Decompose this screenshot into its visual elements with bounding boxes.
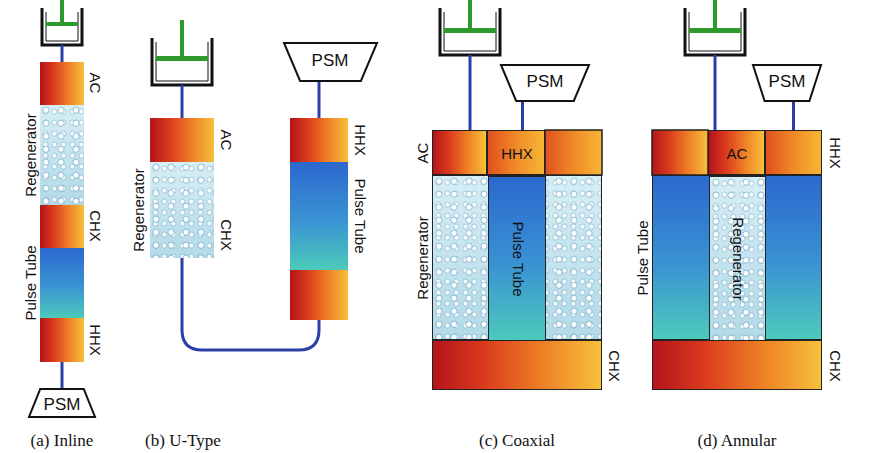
transfer-line xyxy=(181,85,184,118)
figure-caption: (c) Coaxial xyxy=(479,432,555,449)
hot-heat-exchanger: HHX xyxy=(40,318,84,362)
part-label: AC xyxy=(415,143,430,164)
regenerator: Regenerator xyxy=(150,162,214,258)
figure-caption: (b) U-Type xyxy=(145,432,221,449)
transfer-line xyxy=(61,45,64,62)
aftercooler: AC xyxy=(432,130,487,175)
piston-compressor xyxy=(42,0,82,62)
cold-heat-exchanger: CHX xyxy=(652,340,822,390)
pulse-tube: Pulse Tube xyxy=(488,176,546,341)
regenerator: RegeneratorPulse Tube xyxy=(432,175,602,340)
part-label: HHX xyxy=(828,137,843,169)
part-label: Regenerator xyxy=(23,113,38,196)
part-label: Regenerator xyxy=(415,216,430,299)
pulse-tube: Pulse TubeRegenerator xyxy=(652,175,822,340)
trapezoid-shape xyxy=(284,43,377,81)
phase-shifter: PSM xyxy=(500,64,590,102)
hot-heat-exchanger: HHX xyxy=(487,130,545,175)
part-label: HHX xyxy=(88,324,103,356)
aftercooler: AC xyxy=(40,62,84,105)
transfer-line xyxy=(469,55,472,130)
part-label: Regenerator xyxy=(731,217,746,300)
part-label: AC xyxy=(219,130,234,151)
phase-shifter: PSM xyxy=(752,64,822,102)
gas-line xyxy=(318,82,321,118)
cold-heat-exchanger: CHX xyxy=(432,340,602,390)
transfer-line xyxy=(714,55,717,130)
hot-heat-exchanger: HHX xyxy=(765,130,822,175)
part-label: Regenerator xyxy=(131,168,146,251)
part-label: Pulse Tube xyxy=(511,221,526,296)
regenerator: Regenerator xyxy=(709,176,766,341)
part-label: AC xyxy=(727,146,748,161)
trapezoid-shape xyxy=(29,389,95,417)
aftercooler: AC xyxy=(708,130,765,175)
cold-heat-exchanger xyxy=(290,270,348,320)
part-label: Pulse Tube xyxy=(635,220,650,295)
aftercooler: AC xyxy=(150,118,214,162)
gas-line xyxy=(61,362,64,388)
regenerator: Regenerator xyxy=(40,105,84,205)
pulse-tube: Pulse Tube xyxy=(40,248,84,318)
gas-line xyxy=(521,102,524,130)
phase-shifter: PSM xyxy=(283,42,378,82)
heat-exchanger-segment xyxy=(545,130,602,175)
piston-rod xyxy=(180,20,184,58)
phase-shifter: PSM xyxy=(28,388,96,418)
part-label: CHX xyxy=(607,350,622,382)
part-label: PSM xyxy=(312,52,349,69)
callout-label: CHX xyxy=(219,219,234,251)
part-label: PSM xyxy=(44,396,81,413)
heat-exchanger-segment xyxy=(652,130,708,175)
part-label: PSM xyxy=(527,73,564,90)
piston-rod xyxy=(60,0,64,24)
piston-rod xyxy=(713,0,717,30)
part-label: CHX xyxy=(88,210,103,242)
part-label: HHX xyxy=(501,146,533,161)
part-label: Pulse Tube xyxy=(353,178,368,253)
part-label: CHX xyxy=(828,350,843,382)
pulse-tube: Pulse Tube xyxy=(290,162,348,270)
piston-rod xyxy=(468,0,472,30)
figure-caption: (a) Inline xyxy=(31,432,94,449)
part-label: PSM xyxy=(769,73,806,90)
trapezoid-shape xyxy=(753,65,821,101)
figure-caption: (d) Annular xyxy=(698,432,777,449)
cold-heat-exchanger: CHX xyxy=(40,205,84,248)
part-label: Pulse Tube xyxy=(23,245,38,320)
part-label: AC xyxy=(88,73,103,94)
gas-line xyxy=(792,102,795,130)
trapezoid-shape xyxy=(501,65,589,101)
hot-heat-exchanger: HHX xyxy=(290,118,348,162)
part-label: HHX xyxy=(353,124,368,156)
